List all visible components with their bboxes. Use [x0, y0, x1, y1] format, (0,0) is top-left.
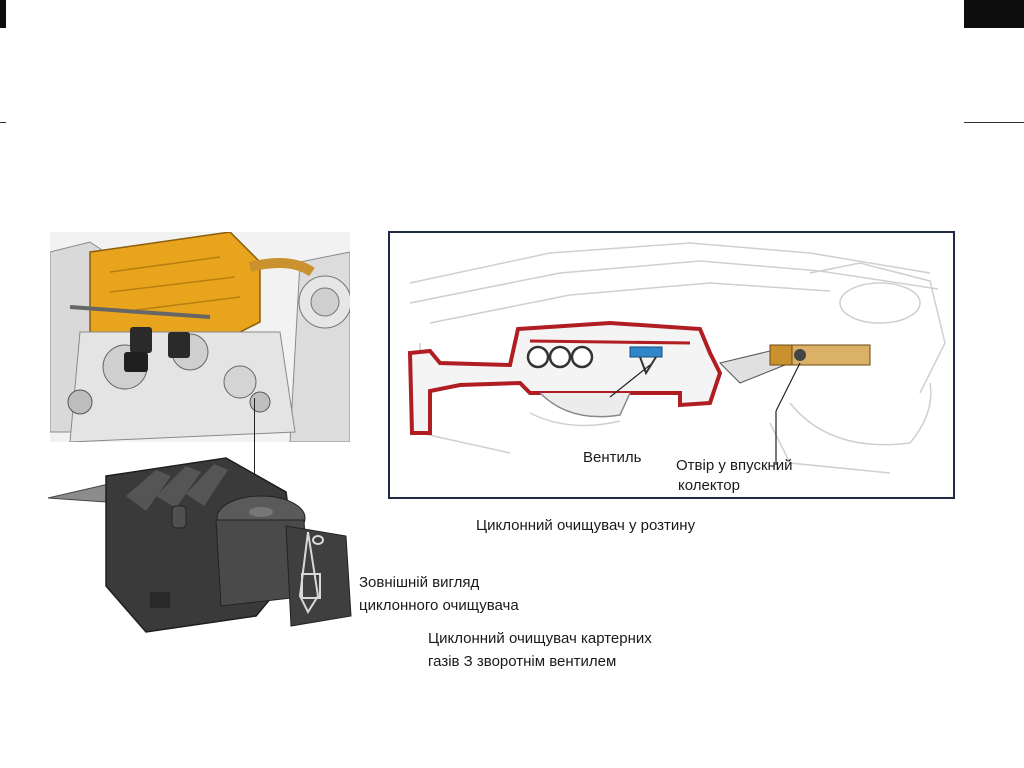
engine-to-module-leader [254, 398, 255, 490]
cyclone-separator-exterior [47, 457, 352, 633]
exterior-caption-line2: циклонного очищувача [359, 597, 519, 614]
engine-illustration [50, 232, 350, 442]
exterior-caption-line1: Зовнішній вигляд [359, 574, 480, 591]
rule-right [964, 122, 1024, 123]
corner-mark-top-left [0, 0, 6, 28]
section-caption: Циклонний очищувач у розтину [476, 517, 696, 534]
main-caption-line2: газів З зворотнім вентилем [428, 653, 617, 670]
rule-left [0, 122, 6, 123]
cutaway-diagram-frame [388, 231, 955, 499]
corner-mark-top-right [964, 0, 1024, 28]
valve-label: Вентиль [583, 449, 642, 466]
intake-port-label-line1: Отвір у впускний [676, 457, 793, 474]
cutaway-diagram [407, 242, 946, 474]
main-caption-line1: Циклонний очищувач картерних [428, 630, 652, 647]
intake-port-label-line2: колектор [678, 477, 740, 494]
